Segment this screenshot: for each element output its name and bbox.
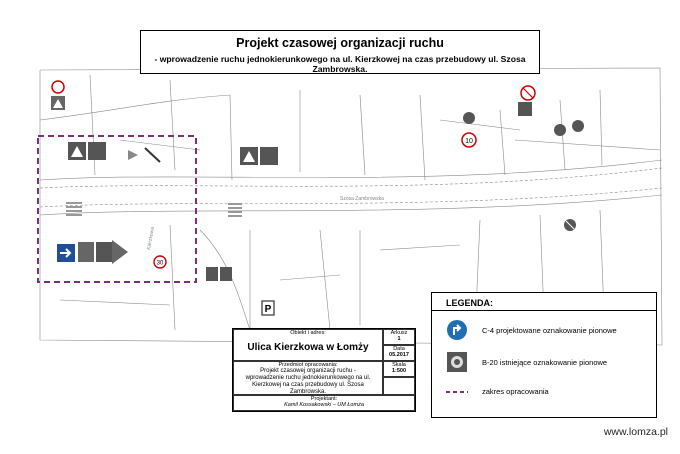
date-cell: Data 05.2017: [383, 345, 415, 361]
object-label: Obiekt i adres:: [290, 330, 326, 336]
sheet-label: Arkusz: [390, 330, 408, 336]
subject-label: Przedmiot opracowania:: [278, 362, 338, 368]
b20-sign-icon: [518, 102, 532, 116]
dashed-boundary-icon: [446, 390, 468, 393]
subject-value: Projekt czasowej organizacji ruchu - wpr…: [245, 368, 371, 395]
speed-limit-30-sign-icon: [153, 255, 167, 269]
map-linework: [39, 67, 663, 346]
object-cell: Obiekt i adres: Ulica Kierzkowa w Łomży: [233, 329, 383, 361]
parking-sign-icon: [261, 300, 275, 316]
object-value: Ulica Kierzkowa w Łomży: [247, 342, 369, 353]
scale-label: Skala: [392, 362, 406, 368]
title-block: Obiekt i adres: Ulica Kierzkowa w Łomży …: [232, 328, 416, 412]
project-subtitle: - wprowadzenie ruchu jednokierunkowego n…: [154, 54, 526, 74]
b20-stop-sign-icon: [572, 120, 584, 132]
speed-limit-10-sign-icon: [461, 132, 477, 148]
crosswalks: [66, 202, 242, 217]
subject-cell: Przedmiot opracowania: Projekt czasowej …: [233, 361, 383, 395]
author-value: Kamil Kossakowski – UM Łomża: [284, 402, 364, 408]
legend-item-b20: B-20 istniejące oznakowanie pionowe: [446, 351, 607, 373]
b20-sign-icon: [88, 142, 106, 160]
scale-cell: Skala 1:500: [383, 361, 415, 377]
speed-limit-10-text: 10: [465, 138, 473, 145]
street-names: Szosa Zambrowska Kierzkowa: [146, 196, 384, 250]
sheet-cell: Arkusz 1: [383, 329, 415, 345]
b20-sign-icon: [260, 147, 278, 165]
yield-sign-icon: [128, 150, 138, 160]
sign-group-right: 10 P: [261, 85, 584, 316]
legend-heading: LEGENDA:: [446, 298, 493, 308]
street-label-left: Kierzkowa: [146, 226, 156, 250]
legend-box: LEGENDA: C-4 projektowane oznakowanie pi…: [431, 292, 657, 418]
sheet-value: 1: [397, 336, 401, 342]
sign-group-top-left: [51, 80, 278, 165]
empty-cell: [383, 377, 415, 395]
scale-value: 1:500: [391, 368, 407, 374]
no-entry-sign-icon: [51, 80, 65, 94]
source-url: www.lomza.pl: [603, 426, 668, 438]
legend-label-boundary: zakres opracowania: [482, 387, 549, 396]
date-label: Data: [393, 346, 405, 352]
sign-group-left-arrows: 30: [57, 240, 232, 281]
c4-turn-right-sign-icon: [447, 320, 467, 340]
b20-stop-sign-icon: [463, 112, 475, 124]
b20-stop-sign-icon: [554, 124, 566, 136]
speed-limit-30-text: 30: [157, 261, 164, 267]
project-title-box: Projekt czasowej organizacji ruchu - wpr…: [140, 30, 540, 74]
legend-item-c4: C-4 projektowane oznakowanie pionowe: [446, 319, 617, 341]
author-label: Projektant:: [310, 396, 338, 402]
author-cell: Projektant: Kamil Kossakowski – UM Łomża: [233, 395, 415, 411]
project-title: Projekt czasowej organizacji ruchu: [236, 36, 444, 50]
parking-sign-text: P: [265, 304, 272, 315]
work-area-boundary: [37, 135, 197, 283]
street-label-top: Szosa Zambrowska: [340, 196, 384, 202]
date-value: 05.2017: [389, 352, 409, 358]
legend-label-c4: C-4 projektowane oznakowanie pionowe: [482, 325, 617, 335]
legend-item-boundary: zakres opracowania: [446, 387, 549, 396]
legend-label-b20: B-20 istniejące oznakowanie pionowe: [482, 357, 608, 367]
b20-stop-sign-icon: [447, 352, 467, 372]
